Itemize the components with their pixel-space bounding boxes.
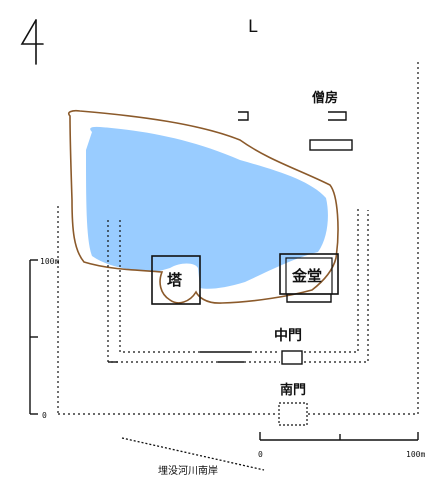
nandaimon-building [278,402,308,426]
horizontal-scale-bar [259,432,419,441]
kondo-step [286,294,332,303]
pond-water [86,126,328,289]
pagoda-building [151,255,201,305]
north-arrow-icon [20,19,44,65]
vertical-scale-bar [29,259,38,415]
pond-shoreline [67,109,339,304]
chumon-label: 中門 [274,327,302,344]
pagoda-label: 塔 [167,271,183,289]
riverbank-label: 埋没河川南岸 [158,464,218,477]
site-boundary [57,60,419,415]
vertical-scale-bottom-label: 0 [42,411,47,420]
corridor-solid-segments [108,351,250,363]
sobo-buildings [238,111,353,151]
vertical-scale-top-label: 100m [40,257,59,266]
kondo-label: 金堂 [291,267,322,285]
north-label: L [248,17,258,37]
kondo-inner [285,257,333,295]
nandaimon-label: 南門 [280,382,306,398]
horizontal-scale-right-label: 100m [406,450,425,459]
riverbank-line [121,437,265,471]
corridor-inner [119,208,359,353]
chumon-building [281,350,303,365]
sobo-label: 僧房 [312,90,338,106]
horizontal-scale-left-label: 0 [258,450,263,459]
